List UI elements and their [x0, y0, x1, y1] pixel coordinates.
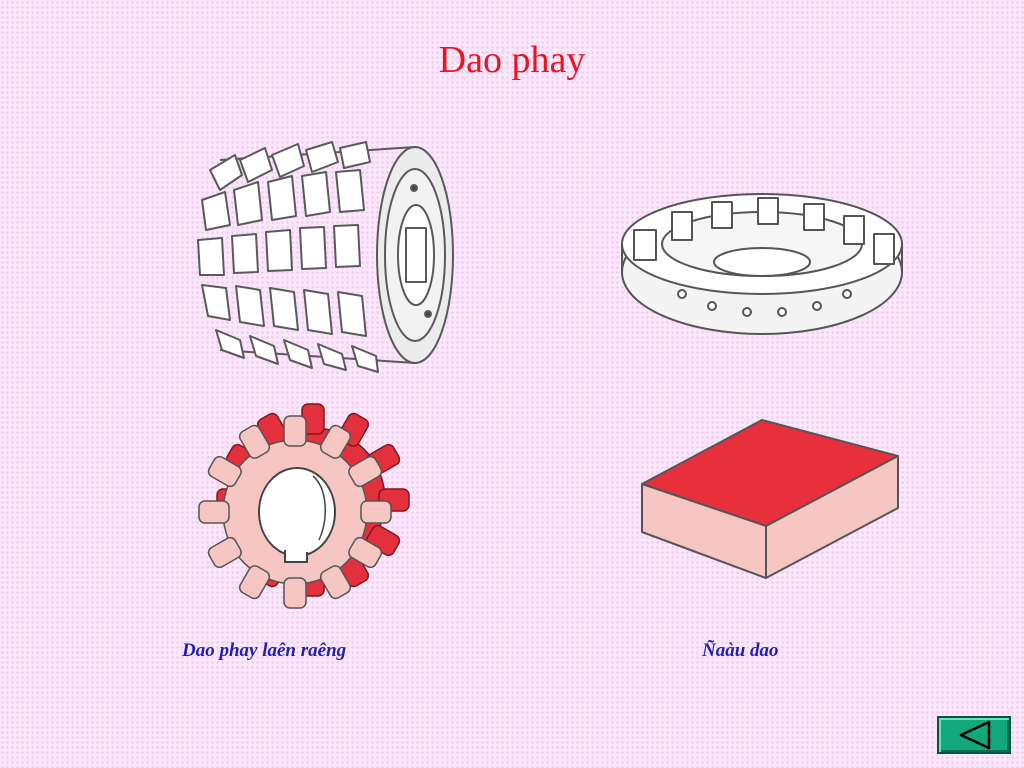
hob-cutter-drawing — [197, 141, 454, 373]
slide-title: Dao phay — [438, 39, 586, 81]
back-button[interactable] — [937, 716, 1011, 754]
face-mill-drawing — [621, 193, 903, 335]
workpiece-block-drawing — [641, 419, 899, 579]
caption-hob-cutter: Dao phay laên raêng — [182, 640, 347, 661]
caption-cutter-head: Ñaàu dao — [702, 640, 779, 661]
triangle-left-icon — [959, 720, 991, 750]
spur-gear-drawing — [195, 400, 415, 615]
